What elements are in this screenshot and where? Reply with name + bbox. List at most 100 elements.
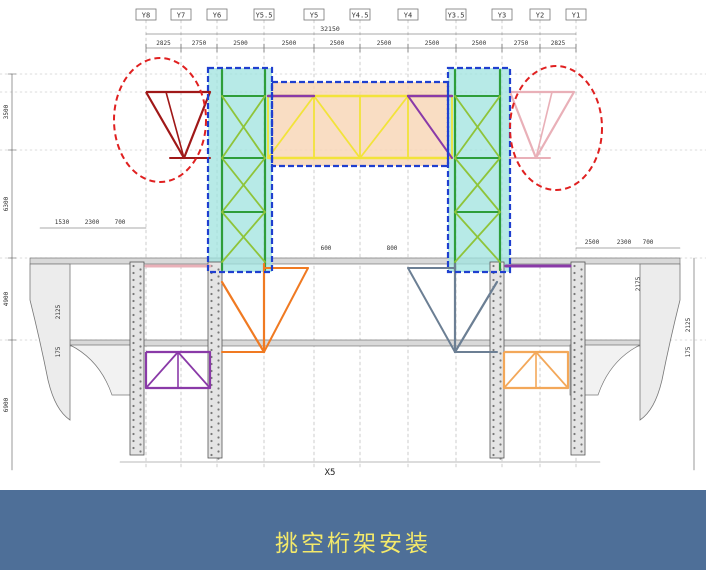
left-tower-diagonal [221, 157, 266, 213]
floor-slab-upper [29, 257, 681, 265]
grid-axis-bubble [529, 8, 551, 21]
right-cantilever-circle [509, 65, 603, 191]
column-hatch [573, 320, 576, 324]
column-hatch [132, 411, 135, 415]
column-hatch [139, 415, 142, 418]
top-dim-label: 2500 [472, 40, 487, 47]
column-hatch [217, 275, 220, 278]
column-hatch [499, 275, 502, 278]
column-hatch [492, 327, 495, 331]
column-hatch [580, 331, 583, 334]
column-hatch [573, 299, 576, 303]
column-hatch [210, 404, 213, 408]
column-hatch [210, 432, 213, 436]
column-hatch [573, 327, 576, 331]
column-hatch [580, 429, 583, 432]
column-hatch [139, 310, 142, 313]
column-hatch [499, 436, 502, 439]
column-hatch [139, 436, 142, 439]
column-hatch [499, 387, 502, 390]
column-hatch [210, 278, 213, 282]
column-hatch [492, 348, 495, 352]
column-hatch [139, 352, 142, 355]
grid-axis-label-y4-5: Y4.5 [352, 12, 369, 20]
column-hatch [573, 432, 576, 436]
column-hatch [217, 443, 220, 446]
grid-axis-label-y3: Y3 [498, 12, 506, 20]
column-hatch [580, 408, 583, 411]
title-banner: 挑空桁架安装 [0, 490, 706, 570]
column-hatch [492, 306, 495, 310]
column-hatch [139, 387, 142, 390]
column-hatch [217, 338, 220, 341]
column-hatch [573, 418, 576, 422]
grid-axis-label-y3-5: Y3.5 [448, 12, 465, 20]
left-small-dim: 2300 [85, 219, 100, 226]
column-hatch [139, 296, 142, 299]
left-small-dim: 1530 [55, 219, 70, 226]
column-hatch [210, 327, 213, 331]
top-dim-label: 2825 [551, 40, 566, 47]
column-hatch [210, 313, 213, 317]
column-hatch [492, 446, 495, 450]
top-dim-label: 2750 [192, 40, 207, 47]
column-hatch [492, 383, 495, 387]
column-hatch [580, 289, 583, 292]
column-hatch [139, 408, 142, 411]
column-hatch [139, 324, 142, 327]
column-hatch [573, 446, 576, 450]
left-tower-highlight-frame [206, 66, 274, 274]
column-hatch [499, 429, 502, 432]
column-hatch [132, 404, 135, 408]
column-hatch [217, 415, 220, 418]
column-hatch [210, 397, 213, 401]
column-hatch [139, 268, 142, 271]
column-hatch [499, 303, 502, 306]
column-hatch [573, 306, 576, 310]
column-hatch [499, 457, 502, 460]
column-hatch [492, 320, 495, 324]
column-hatch [573, 348, 576, 352]
right-tower-diagonal [454, 95, 501, 159]
column-hatch [217, 380, 220, 383]
column-hatch [580, 394, 583, 397]
column-hatch [573, 313, 576, 317]
column-hatch [139, 443, 142, 446]
column-hatch [580, 268, 583, 271]
column-hatch [217, 289, 220, 292]
column-hatch [139, 331, 142, 334]
left-bottom-truss-diagonal [145, 351, 179, 389]
column-hatch [499, 289, 502, 292]
right-small-dim: 2175 [635, 276, 642, 291]
right-lower-diagonal [407, 267, 456, 353]
column-hatch [499, 366, 502, 369]
bridge-diagonal [267, 95, 315, 159]
column-hatch [210, 439, 213, 443]
right-cantilever-truss [508, 90, 576, 160]
column-hatch [573, 341, 576, 345]
bridge-highlight-frame [270, 80, 450, 168]
column-hatch [492, 313, 495, 317]
column-hatch [139, 366, 142, 369]
column-hatch [573, 383, 576, 387]
grid-axis-bubble [135, 8, 157, 21]
column-hatch [573, 355, 576, 359]
left-small-dim: 175 [55, 346, 62, 357]
left-tower-diagonal [221, 95, 266, 159]
column-hatch [217, 345, 220, 348]
grid-axis-bubble [491, 8, 513, 21]
right-small-dim: 2500 [585, 239, 600, 246]
overall-dim-label: 32150 [320, 25, 340, 33]
column-hatch [217, 366, 220, 369]
column-hatch [210, 292, 213, 296]
right-tower-diagonal [454, 157, 501, 213]
column-hatch [217, 436, 220, 439]
column-hatch [217, 373, 220, 376]
column-hatch [580, 443, 583, 446]
column-hatch [217, 401, 220, 404]
column-hatch [492, 425, 495, 429]
column-hatch [573, 362, 576, 366]
top-dim-label: 2500 [282, 40, 297, 47]
